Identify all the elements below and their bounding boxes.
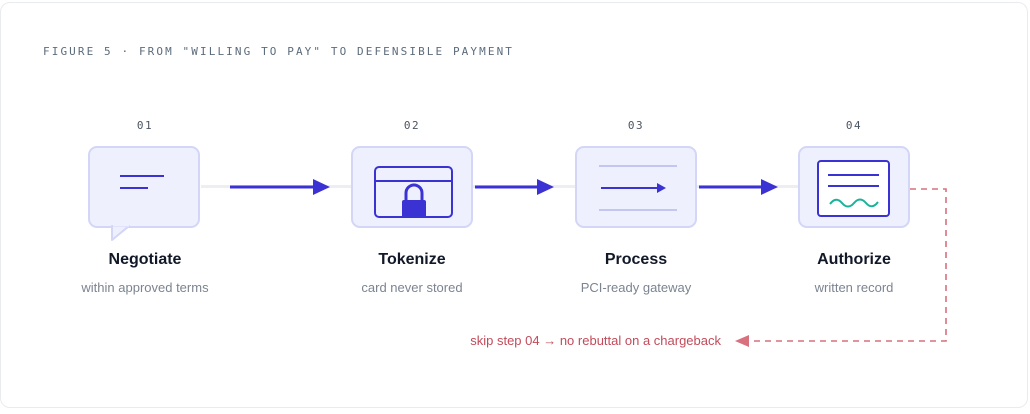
step-subtitle-tokenize: card never stored — [361, 280, 463, 295]
step-subtitle-process: PCI-ready gateway — [580, 280, 692, 295]
locked-card-icon — [374, 166, 453, 218]
step-subtitle-negotiate: within approved terms — [81, 280, 209, 295]
arrow-02-to-03 — [475, 179, 554, 195]
step-title-authorize: Authorize — [817, 251, 891, 268]
skip-warning-label: skip step 04 → no rebuttal on a chargeba… — [470, 333, 721, 348]
step-box-authorize — [798, 146, 910, 228]
step-number-02: 02 — [403, 119, 421, 132]
step-title-negotiate: Negotiate — [108, 251, 182, 268]
gateway-arrow-icon — [599, 165, 677, 211]
step-box-tokenize — [351, 146, 473, 228]
chat-bubble-icon — [120, 175, 164, 189]
step-number-04: 04 — [845, 119, 863, 132]
figure-caption: FIGURE 5 · FROM "WILLING TO PAY" TO DEFE… — [43, 45, 515, 58]
step-title-process: Process — [604, 251, 668, 268]
step-box-process — [575, 146, 697, 228]
flow-connectors — [230, 179, 947, 347]
figure-card: FIGURE 5 · FROM "WILLING TO PAY" TO DEFE… — [0, 2, 1028, 408]
skip-path-dashed — [735, 188, 947, 347]
arrow-03-to-04 — [699, 179, 778, 195]
step-number-01: 01 — [136, 119, 154, 132]
arrow-01-to-02 — [230, 179, 330, 195]
step-box-negotiate — [88, 146, 200, 228]
step-subtitle-authorize: written record — [814, 280, 894, 295]
step-title-tokenize: Tokenize — [378, 251, 446, 268]
signed-document-icon — [817, 160, 890, 217]
step-number-03: 03 — [627, 119, 645, 132]
